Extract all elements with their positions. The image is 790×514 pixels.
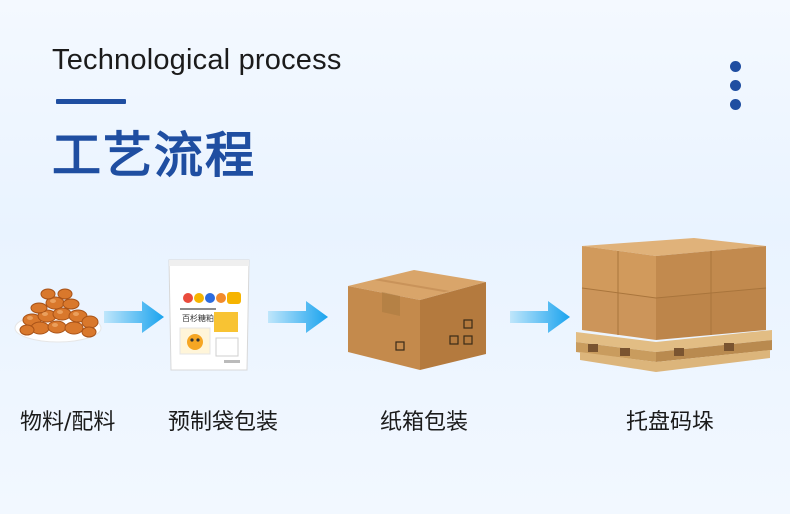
arrow-right-icon	[510, 299, 572, 335]
page-title-cn: 工艺流程	[52, 127, 257, 184]
title-underline	[56, 99, 126, 104]
page-title-en: Technological process	[52, 44, 342, 76]
step-pallet-label: 托盘码垛	[626, 410, 715, 435]
arrow-right-icon	[268, 299, 330, 335]
step-carton-image	[344, 268, 490, 372]
carton-box-icon	[348, 270, 486, 370]
dried-beans-icon	[14, 288, 102, 343]
arrow-right-icon	[104, 299, 166, 335]
step-bag-label: 预制袋包装	[168, 410, 279, 435]
step-bag-image: 百杉糖粕	[166, 254, 252, 374]
step-materials-image	[12, 286, 104, 350]
more-dots-icon[interactable]	[729, 61, 743, 111]
step-carton-label: 纸箱包装	[380, 410, 469, 435]
step-pallet-image	[574, 236, 774, 378]
prefabricated-bag-icon: 百杉糖粕	[168, 259, 250, 371]
step-materials-label: 物料/配料	[20, 410, 116, 435]
bag-brand-text: 百杉糖粕	[182, 313, 214, 323]
palletized-boxes-icon	[576, 238, 772, 372]
